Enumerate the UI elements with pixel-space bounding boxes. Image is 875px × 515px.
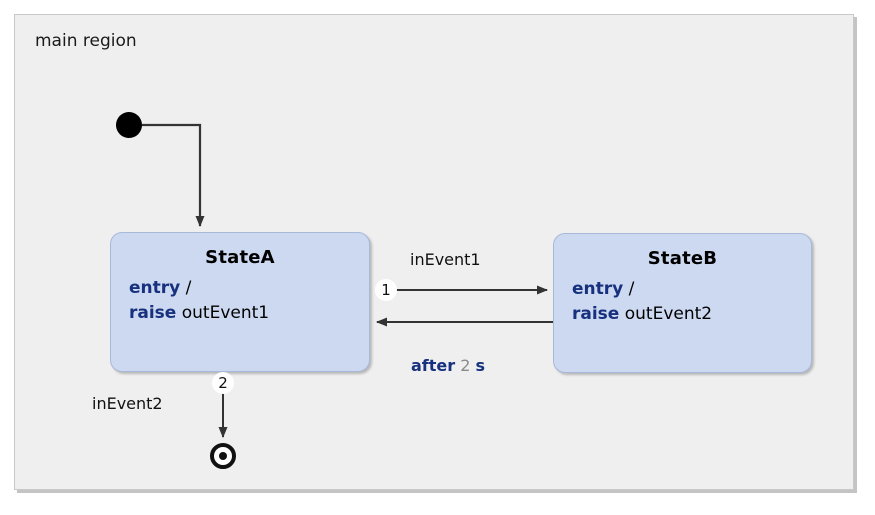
region-title: main region	[35, 31, 137, 51]
after-keyword: after	[411, 356, 456, 375]
raise-keyword: raise	[572, 303, 620, 324]
state-stateA[interactable]: StateA entry / raise outEvent1	[110, 232, 370, 372]
initial-state-node[interactable]	[116, 112, 142, 138]
state-stateB-body: entry / raise outEvent2	[554, 277, 811, 326]
state-stateB-name: StateB	[647, 248, 718, 269]
transition-priority-badge-1[interactable]: 1	[375, 279, 397, 301]
state-stateB-entry-line: entry /	[572, 277, 811, 302]
state-stateA-body: entry / raise outEvent1	[111, 276, 369, 325]
slash-separator: /	[185, 278, 192, 298]
state-stateB[interactable]: StateB entry / raise outEvent2	[553, 233, 812, 373]
transition-label-inEvent2[interactable]: inEvent2	[92, 394, 163, 413]
final-state-inner-dot	[219, 452, 227, 460]
final-state-node[interactable]	[210, 443, 236, 469]
raise-keyword: raise	[129, 302, 177, 323]
raise-event-name: outEvent1	[181, 302, 270, 323]
state-stateA-name: StateA	[205, 247, 275, 268]
after-value: 2	[460, 356, 471, 375]
transition-label-after-2-s[interactable]: after 2 s	[411, 356, 485, 375]
transition-label-inEvent1[interactable]: inEvent1	[410, 250, 481, 269]
entry-keyword: entry	[572, 279, 624, 299]
slash-separator: /	[628, 279, 635, 299]
transition-priority-badge-2[interactable]: 2	[212, 372, 234, 394]
state-stateB-raise-line: raise outEvent2	[572, 302, 811, 327]
entry-keyword: entry	[129, 278, 181, 298]
state-stateA-raise-line: raise outEvent1	[129, 301, 369, 326]
raise-event-name: outEvent2	[624, 303, 713, 324]
state-stateA-entry-line: entry /	[129, 276, 369, 301]
after-unit: s	[475, 356, 486, 375]
